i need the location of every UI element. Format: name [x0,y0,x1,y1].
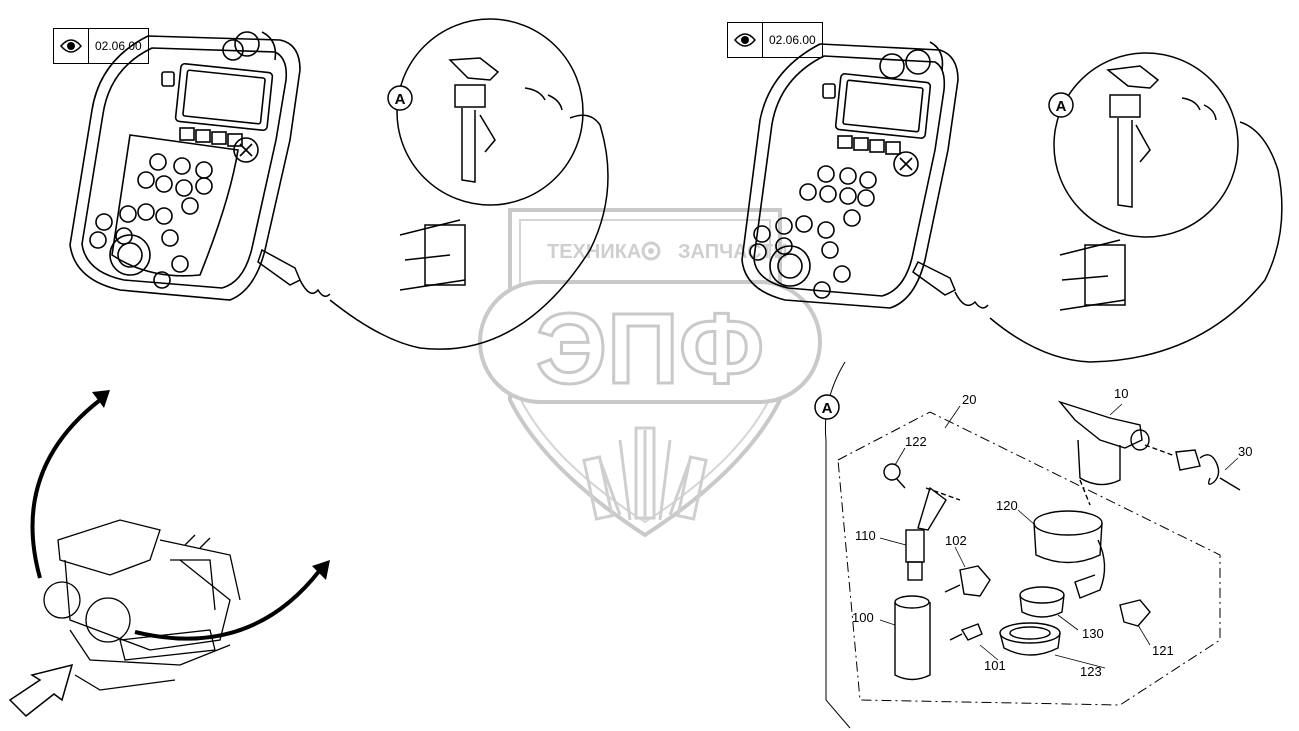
detail-circle-left [396,18,584,291]
gear-icon [641,241,661,261]
svg-text:A: A [395,91,406,108]
part-label-30: 30 [1238,444,1252,459]
arrow-right [134,560,330,641]
part-label-20: 20 [962,392,976,407]
eye-icon [54,29,89,63]
part-label-121: 121 [1152,643,1174,658]
detail-marker-a-1[interactable]: A [387,85,413,111]
detail-circle-right [1053,52,1239,311]
reference-box-left[interactable]: 02.06.00 [53,28,149,64]
svg-text:A: A [822,400,833,417]
detail-a-parts [883,400,1241,681]
part-label-120: 120 [996,498,1018,513]
part-label-102: 102 [945,533,967,548]
arrow-up-left [30,390,110,579]
part-label-130: 130 [1082,626,1104,641]
view-direction-arrow [8,663,74,718]
watermark-top-right: ЗАПЧАСТИ [678,241,788,263]
remote-control-left [69,31,301,301]
cable-right [912,121,1283,363]
part-label-110: 110 [855,528,876,543]
part-labels: 10 20 30 122 120 110 102 100 130 121 101… [852,386,1252,679]
watermark: ТЕХНИКА ЗАПЧАСТИ ЭПФ [478,208,822,538]
part-label-100: 100 [852,610,874,625]
detail-a-border [824,361,1221,729]
reference-code: 02.06.00 [95,39,142,53]
eye-icon [728,23,763,57]
part-label-122: 122 [905,434,927,449]
reference-code: 02.06.00 [769,33,816,47]
cable-left [257,114,609,350]
leader-lines [879,403,1239,669]
detail-marker-a-2[interactable]: A [1048,92,1074,118]
watermark-top-left: ТЕХНИКА [547,241,641,263]
svg-text:A: A [1056,98,1067,115]
detail-marker-a-3[interactable]: A [814,394,840,420]
reference-box-right[interactable]: 02.06.00 [727,22,823,58]
wheat-icon [582,426,708,521]
watermark-main: ЭПФ [536,293,764,405]
part-label-123: 123 [1080,664,1102,679]
part-label-10: 10 [1114,386,1128,401]
remote-control-right [741,41,959,309]
machine-overview [43,519,241,691]
part-label-101: 101 [984,658,1006,673]
